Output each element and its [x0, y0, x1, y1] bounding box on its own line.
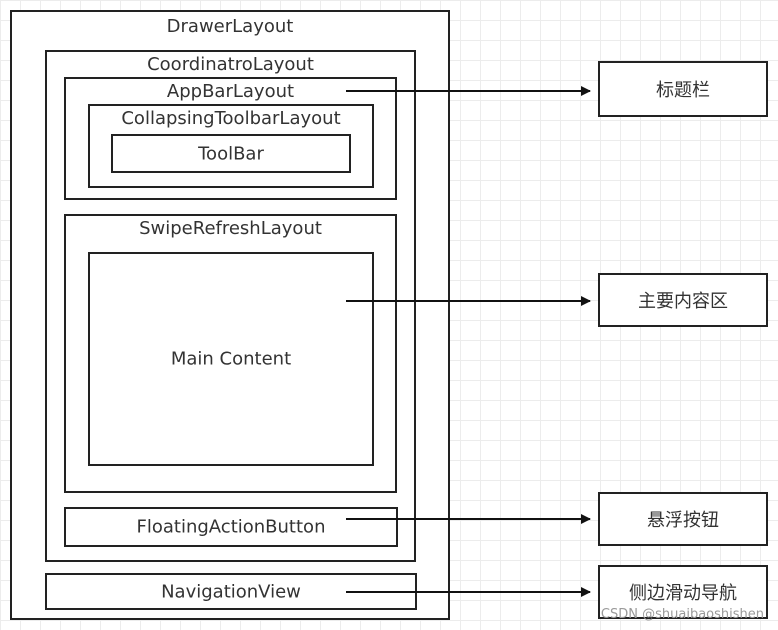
callout-fab: 悬浮按钮	[598, 492, 768, 546]
callout-side-nav: 侧边滑动导航	[598, 565, 768, 619]
main-content-box: Main Content	[88, 252, 374, 466]
fab-label: FloatingActionButton	[136, 516, 326, 538]
appbar-layout-label: AppBarLayout	[166, 81, 295, 102]
navigation-view-label: NavigationView	[161, 581, 301, 602]
swipe-refresh-layout-label: SwipeRefreshLayout	[139, 218, 322, 239]
collapsing-toolbar-layout-label: CollapsingToolbarLayout	[121, 108, 341, 129]
csdn-watermark: CSDN @shuaibaoshishen	[600, 607, 764, 622]
toolbar-label: ToolBar	[198, 143, 264, 164]
main-content-label: Main Content	[170, 348, 292, 370]
coordinator-layout-label: CoordinatroLayout	[147, 54, 314, 75]
callout-main-area: 主要内容区	[598, 273, 768, 327]
drawer-layout-label: DrawerLayout	[166, 16, 294, 37]
callout-title-bar: 标题栏	[598, 61, 768, 117]
fab-box: FloatingActionButton	[64, 507, 398, 547]
toolbar-box: ToolBar	[111, 134, 351, 173]
